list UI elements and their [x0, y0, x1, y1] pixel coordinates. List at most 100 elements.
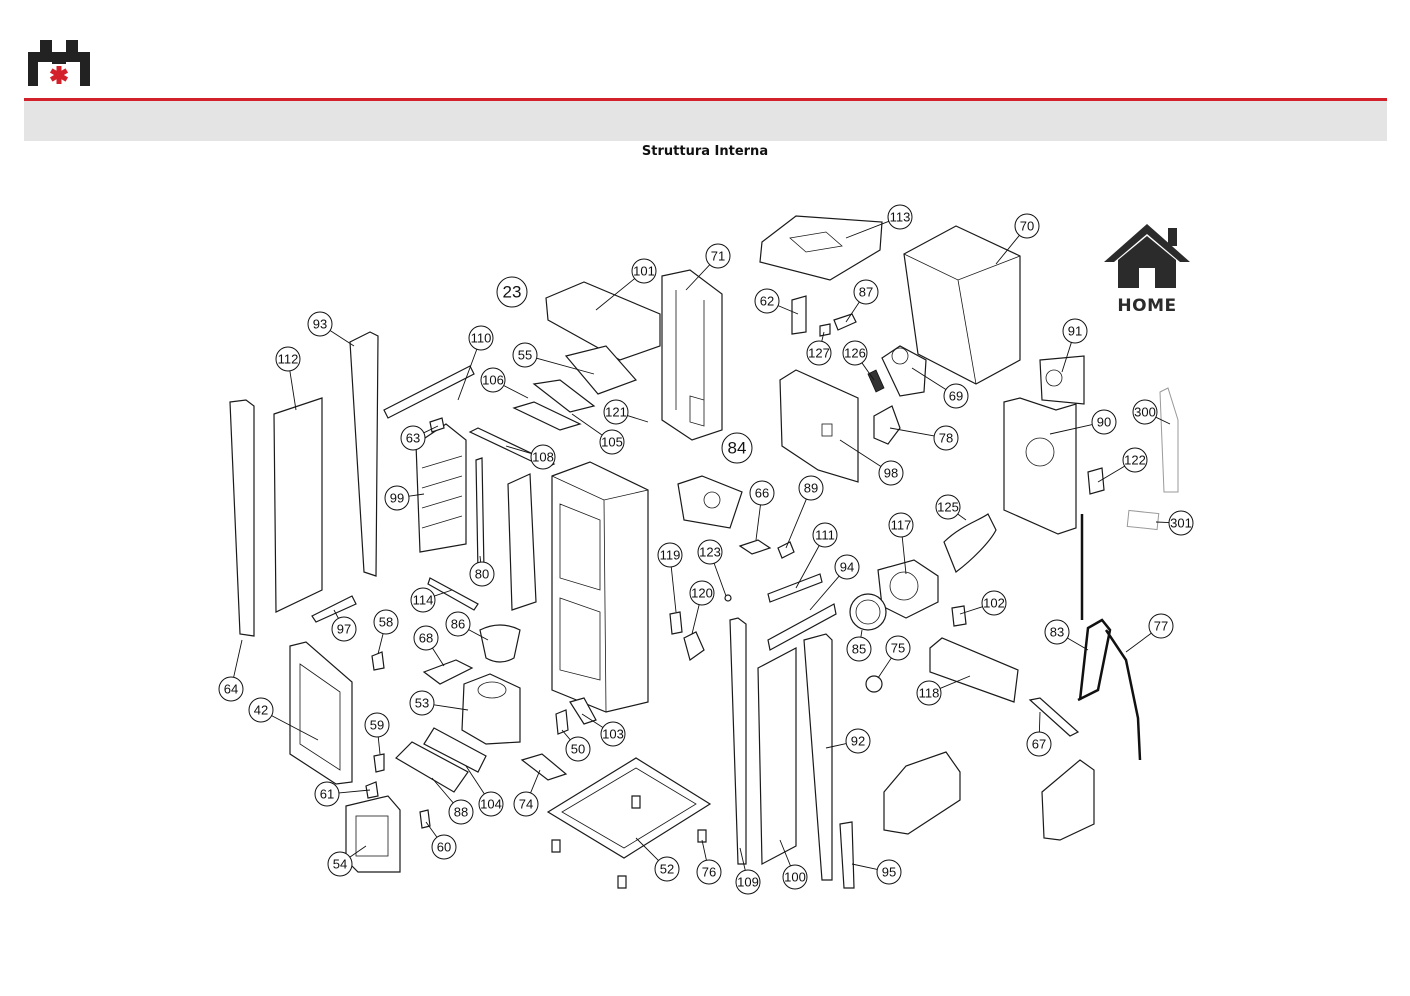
callout-99: 99: [384, 485, 425, 511]
callout-122: 122: [1097, 447, 1148, 483]
callout-52: 52: [635, 837, 680, 882]
callout-number: 89: [804, 481, 818, 496]
callout-84: 84: [721, 432, 753, 464]
callout-59: 59: [364, 712, 390, 755]
callout-leader: [939, 675, 971, 689]
callout-number: 301: [1170, 516, 1192, 531]
callout-number: 98: [884, 466, 898, 481]
callout-leader: [839, 439, 882, 467]
callout-circle: [749, 480, 775, 506]
callout-circle: [480, 367, 506, 393]
callout-number: 109: [737, 875, 759, 890]
callout-number: 122: [1124, 453, 1146, 468]
callout-58: 58: [373, 609, 399, 655]
callout-circle: [798, 475, 824, 501]
callout-68: 68: [413, 625, 445, 667]
callout-54: 54: [327, 845, 367, 877]
callout-leader: [860, 629, 863, 638]
callout-leader: [635, 837, 659, 861]
callout-leader: [479, 555, 482, 563]
callout-leader: [670, 566, 677, 613]
callout-leader: [957, 513, 967, 521]
callout-92: 92: [825, 728, 871, 754]
callout-circle: [1148, 613, 1174, 639]
callout-circle: [445, 611, 471, 637]
callout-number: 104: [480, 797, 502, 812]
callout-number: 60: [437, 840, 451, 855]
callout-circle: [599, 429, 625, 455]
callout-leader: [468, 629, 489, 641]
callout-80: 80: [469, 555, 495, 587]
callout-66: 66: [749, 480, 775, 541]
callout-number: 87: [859, 285, 873, 300]
callout-103: 103: [581, 713, 626, 747]
callout-75: 75: [877, 635, 911, 679]
callout-circle: [327, 851, 353, 877]
callout-121: 121: [603, 399, 649, 425]
callout-number: 300: [1134, 405, 1156, 420]
part-igniter: [929, 637, 1019, 703]
callout-63: 63: [400, 425, 439, 451]
callout-number: 77: [1154, 619, 1168, 634]
callout-circle: [409, 690, 435, 716]
callout-leader: [431, 777, 454, 804]
callout-leader: [861, 362, 875, 381]
callout-leader: [779, 839, 791, 867]
callout-circle: [705, 243, 731, 269]
callout-leader: [911, 367, 947, 390]
callout-number: 100: [784, 870, 806, 885]
callout-leader: [713, 563, 727, 597]
callout-number: 101: [633, 264, 655, 279]
callout-circle: [218, 676, 244, 702]
callout-number: 70: [1020, 219, 1034, 234]
callout-leader: [433, 704, 469, 711]
callout-78: 78: [889, 425, 959, 451]
callout-circle: [878, 460, 904, 486]
callout-leader: [271, 715, 319, 741]
callout-123: 123: [697, 539, 727, 597]
callout-number: 95: [882, 865, 896, 880]
callout-circle: [478, 791, 504, 817]
callout-101: 101: [595, 258, 657, 311]
callout-104: 104: [465, 765, 504, 817]
brand-logo: [28, 40, 90, 86]
callout-leader: [685, 264, 711, 291]
callout-leader: [1097, 465, 1125, 483]
callout-102: 102: [959, 590, 1007, 616]
callout-number: 110: [471, 331, 492, 346]
callout-number: 105: [601, 435, 623, 450]
callout-number: 52: [660, 862, 674, 877]
callout-number: 76: [702, 865, 716, 880]
callout-leader: [739, 847, 746, 871]
header-bar: [24, 101, 1387, 141]
callout-117: 117: [888, 512, 914, 575]
callout-62: 62: [754, 288, 799, 315]
callout-number: 92: [851, 734, 865, 749]
callout-85: 85: [846, 629, 872, 662]
callout-leader: [561, 729, 571, 741]
callout-119: 119: [657, 542, 683, 613]
callout-113: 113: [845, 204, 913, 239]
callout-circle: [657, 542, 683, 568]
callout-circle: [314, 781, 340, 807]
home-button[interactable]: HOME: [1102, 220, 1192, 320]
callout-leader: [1038, 711, 1041, 733]
callout-111: 111: [795, 522, 838, 589]
callout-circle: [448, 799, 474, 825]
callout-118: 118: [916, 675, 971, 706]
part-rear-rail: [229, 399, 255, 637]
callout-leader: [785, 498, 807, 549]
callout-number: 108: [532, 450, 554, 465]
callout-leader: [377, 633, 384, 655]
callout-circle: [846, 636, 872, 662]
callout-89: 89: [785, 475, 824, 549]
callout-leader: [423, 425, 439, 434]
callout-leader: [777, 305, 799, 315]
callout-circle: [812, 522, 838, 548]
callout-leader: [408, 493, 425, 497]
callout-circle: [853, 279, 879, 305]
callout-70: 70: [995, 213, 1040, 265]
callout-112: 112: [275, 346, 301, 411]
callout-leader: [349, 845, 367, 858]
callout-leader: [1061, 342, 1072, 373]
